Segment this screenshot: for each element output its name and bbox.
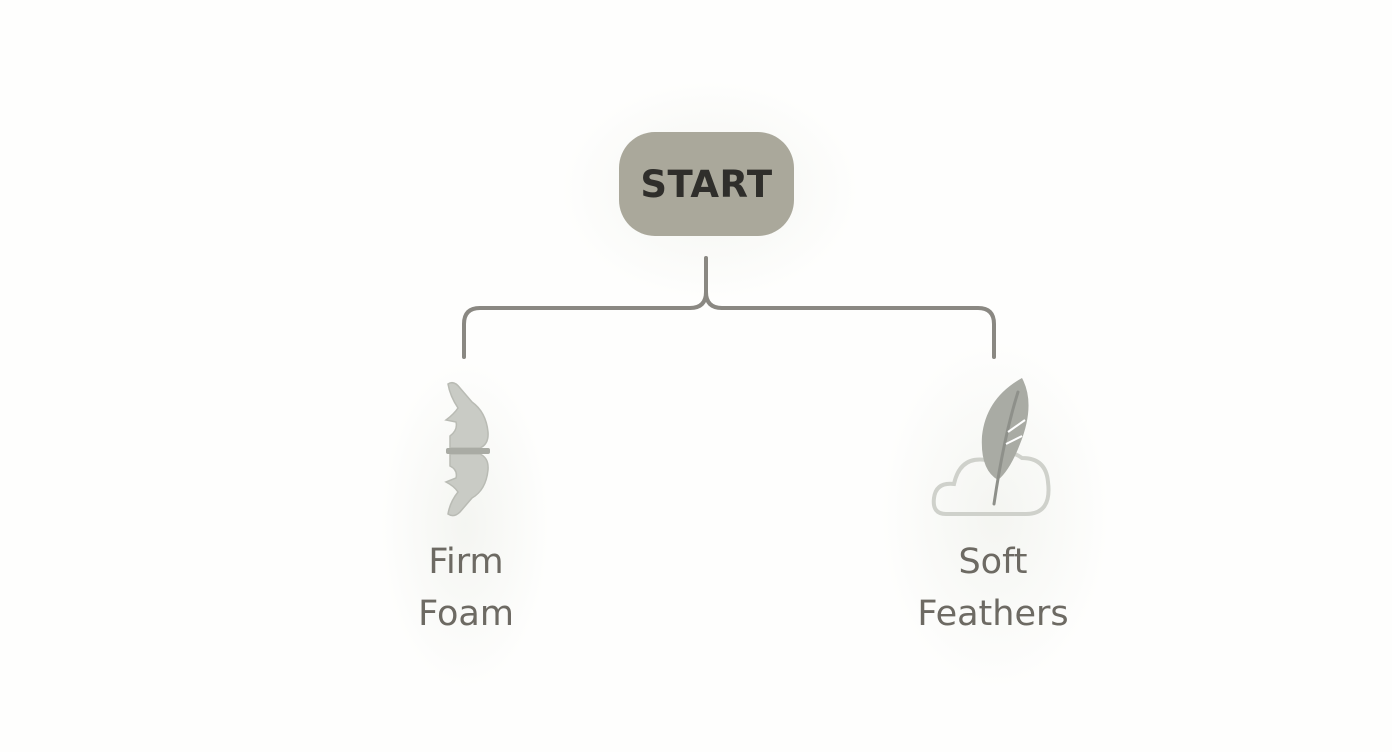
connector-stem bbox=[688, 256, 708, 310]
branch-label-soft-feathers: Soft Feathers bbox=[917, 542, 1069, 634]
connector-right-branch bbox=[720, 306, 996, 359]
spine-segment-top bbox=[444, 381, 489, 449]
feather-notch bbox=[1005, 419, 1026, 445]
firm-foam-spine-icon bbox=[444, 381, 490, 517]
start-node: START bbox=[619, 132, 794, 236]
feather-shaft bbox=[992, 390, 1020, 506]
spine-disc bbox=[446, 448, 490, 454]
branch-label-firm-foam: Firm Foam bbox=[418, 542, 514, 634]
connector-left-branch bbox=[462, 306, 692, 359]
start-node-label: START bbox=[640, 162, 773, 206]
feather-vane bbox=[981, 378, 1029, 480]
feather-cloud-icon bbox=[931, 378, 1051, 516]
spine-segment-bottom bbox=[444, 453, 489, 517]
connector-stem bbox=[704, 290, 724, 310]
